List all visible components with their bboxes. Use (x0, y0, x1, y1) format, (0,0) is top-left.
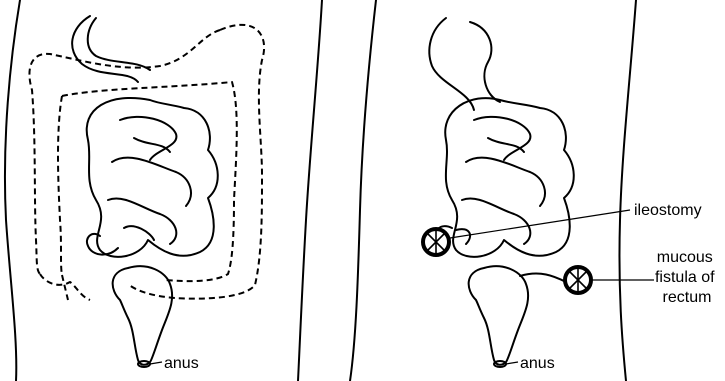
mucous-fistula-label-line-2: fistula of (655, 269, 715, 286)
left-small-bowel-coils (87, 98, 218, 257)
left-anus-leader (150, 362, 162, 364)
left-colon-inner-left (58, 96, 62, 275)
left-anus-label: anus (164, 355, 199, 372)
mucous-fistula-stoma (565, 267, 591, 293)
left-rectum (113, 266, 172, 365)
left-coil-inner-5 (124, 226, 154, 240)
left-torso-right-edge (298, 0, 322, 381)
right-coil-inner-3 (462, 199, 530, 244)
left-coil-inner-3 (108, 199, 176, 244)
left-panel: anus (5, 0, 322, 381)
right-torso-left-edge (350, 0, 376, 381)
left-torso-left-edge (5, 0, 20, 381)
right-small-bowel-top-2 (470, 22, 500, 102)
mucous-fistula-label-line-1: mucous (657, 249, 713, 266)
mucous-fistula-label: mucous fistula of rectum (655, 249, 719, 306)
right-anus-label: anus (520, 355, 555, 372)
ileostomy-leader (450, 210, 630, 238)
right-small-bowel-coils (445, 98, 574, 257)
right-small-bowel-top (429, 18, 474, 110)
left-colon-outer-left (29, 30, 220, 274)
ileostomy-stoma (423, 229, 449, 255)
left-small-bowel-top (72, 16, 138, 82)
left-colon-junction (62, 275, 68, 300)
right-torso-right-edge (619, 0, 636, 381)
right-panel: ileostomy mucous fistula of rectum anus (350, 0, 719, 381)
rectal-stump-to-fistula (520, 274, 566, 282)
left-coil-inner-1 (120, 117, 176, 160)
left-colon-inner (62, 82, 237, 281)
right-rectum (469, 266, 528, 365)
right-coil-inner-1 (474, 117, 530, 160)
right-anus-leader (506, 362, 518, 364)
mucous-fistula-label-line-3: rectum (663, 289, 712, 306)
left-small-bowel-top-2 (88, 18, 150, 70)
ileostomy-label: ileostomy (634, 202, 702, 219)
